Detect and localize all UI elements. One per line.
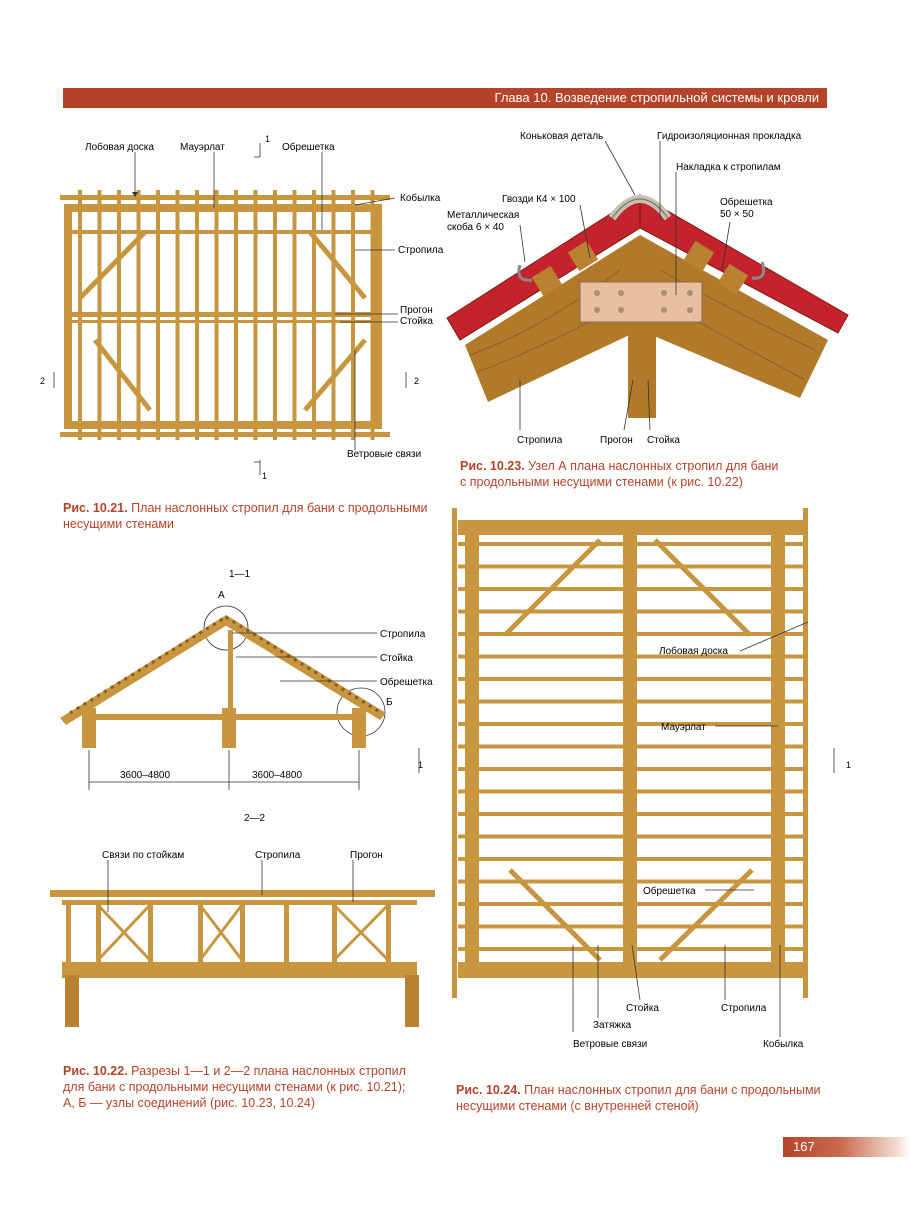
rafter (370, 190, 375, 440)
rafter (312, 190, 316, 440)
batten (458, 744, 808, 749)
caption-10-23: Рис. 10.23. Узел А плана наслонных строп… (460, 459, 779, 489)
label-section-2-2: 2—2 (244, 813, 266, 824)
figure-10-24: Лобовая доска Мауэрлат Обрешетка Стойка … (418, 508, 851, 1050)
label-post-braces: Связи по стойкам (102, 850, 184, 861)
label-section-2-left: 2 (40, 376, 45, 386)
label-ridge-detail: Коньковая деталь (520, 131, 603, 142)
batten (458, 542, 808, 546)
rafter (136, 190, 141, 440)
batten (458, 722, 808, 726)
batten (458, 564, 808, 569)
batten (458, 699, 808, 704)
rafter (331, 190, 336, 440)
label-kobylka: Кобылка (763, 1038, 804, 1050)
label-stoyka: Стойка (647, 435, 680, 446)
batten (458, 812, 808, 816)
label-mauerlat: Мауэрлат (661, 722, 706, 733)
chapter-title: Глава 10. Возведение стропильной системы… (494, 90, 819, 105)
label-bracket-2: скоба 6 × 40 (447, 221, 504, 233)
label-obreshetka: Обрешетка (282, 141, 335, 153)
label-stropila: Стропила (380, 629, 426, 640)
batten (458, 857, 808, 861)
caption-10-21: Рис. 10.21. План наслонных стропил для б… (63, 501, 428, 531)
label-stoyka: Стойка (380, 653, 413, 664)
rafter (195, 190, 199, 440)
rafter (234, 190, 238, 440)
rafter (351, 190, 355, 440)
batten (458, 947, 808, 951)
label-stropila: Стропила (721, 1003, 767, 1014)
label-section-1-top: 1 (265, 134, 270, 144)
batten (458, 654, 808, 659)
label-wind-braces: Ветровые связи (347, 449, 421, 460)
dim-left: 3600–4800 (120, 770, 170, 781)
batten (458, 677, 808, 681)
label-stoyka: Стойка (626, 1003, 659, 1014)
label-frontal-board: Лобовая доска (659, 645, 728, 657)
label-section-1-1: 1—1 (229, 569, 251, 580)
rafter (292, 190, 297, 440)
label-zatyazhka: Затяжка (593, 1020, 632, 1031)
label-stropila: Стропила (398, 245, 444, 256)
rafter (253, 190, 258, 440)
label-node-a: А (218, 590, 225, 601)
batten (458, 789, 808, 794)
caption-10-24: Рис. 10.24. План наслонных стропил для б… (456, 1083, 821, 1113)
batten (458, 587, 808, 591)
label-rafter-overlay: Накладка к стропилам (676, 162, 781, 173)
label-progon: Прогон (350, 850, 383, 861)
label-kobylka: Кобылка (400, 192, 441, 204)
page-number: 167 (793, 1139, 815, 1154)
caption-10-22: Рис. 10.22. Разрезы 1—1 и 2—2 плана насл… (63, 1064, 406, 1110)
label-section-1-bottom: 1 (262, 471, 267, 480)
label-mauerlat: Мауэрлат (180, 142, 225, 153)
label-obreshetka: Обрешетка (380, 676, 433, 688)
label-node-b: Б (386, 697, 393, 708)
rafter (117, 190, 121, 440)
batten (458, 924, 808, 929)
label-section-2-right: 2 (414, 376, 419, 386)
figure-10-21: Лобовая доска Мауэрлат 1 Обрешетка Кобыл… (40, 134, 444, 480)
label-obreshetka-1: Обрешетка (720, 196, 773, 208)
label-stropila-2: Стропила (255, 850, 301, 861)
figure-10-22: 1—1 А Б 3600–4800 3600–4800 Стропила Сто… (50, 569, 435, 1027)
batten (458, 879, 808, 884)
page-number-bar: 167 (783, 1137, 910, 1157)
label-bracket-1: Металлическая (447, 210, 519, 221)
label-progon: Прогон (600, 435, 633, 446)
rafter (97, 190, 102, 440)
label-stoyka: Стойка (400, 316, 433, 327)
rafter (156, 190, 160, 440)
batten (458, 609, 808, 614)
label-section-1-right: 1 (846, 760, 851, 770)
label-progon: Прогон (400, 305, 433, 316)
label-waterproof-pad: Гидроизоляционная прокладка (657, 131, 802, 142)
label-stropila: Стропила (517, 435, 563, 446)
label-wind-braces: Ветровые связи (573, 1039, 647, 1050)
label-obreshetka-2: 50 × 50 (720, 209, 754, 220)
figure-10-23: Коньковая деталь Гидроизоляционная прокл… (446, 131, 849, 446)
batten (458, 767, 808, 771)
dim-right: 3600–4800 (252, 770, 302, 781)
chapter-header: Глава 10. Возведение стропильной системы… (63, 88, 827, 108)
rafter (273, 190, 277, 440)
label-nails: Гвозди К4 × 100 (502, 194, 576, 205)
label-frontal-board: Лобовая доска (85, 141, 154, 153)
batten (458, 902, 808, 906)
batten (458, 834, 808, 839)
rafter (78, 190, 82, 440)
rafter (214, 190, 219, 440)
batten (458, 632, 808, 636)
rafter (175, 190, 180, 440)
label-obreshetka: Обрешетка (643, 885, 696, 897)
label-section-1-left: 1 (418, 760, 423, 770)
